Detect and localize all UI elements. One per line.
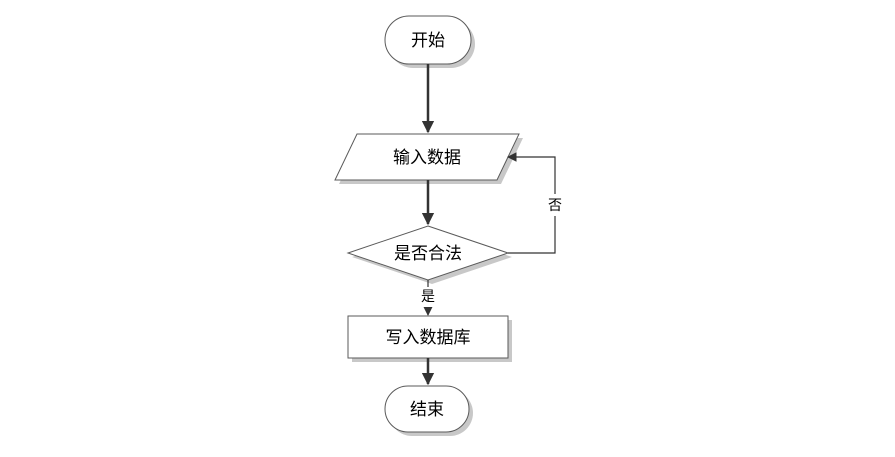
yes-label-bg (419, 287, 437, 307)
end-label: 结束 (410, 400, 444, 420)
write-node: 写入数据库 (347, 315, 512, 362)
decision-node: 是否合法 (346, 225, 512, 284)
decision-label: 是否合法 (394, 244, 462, 264)
no-label-bg (546, 194, 564, 216)
write-label: 写入数据库 (386, 328, 471, 348)
yes-label: 是 (421, 289, 435, 305)
no-label: 否 (548, 198, 562, 214)
input-node: 输入数据 (334, 133, 523, 184)
input-label: 输入数据 (393, 148, 461, 168)
start-node: 开始 (384, 15, 475, 68)
start-label: 开始 (411, 31, 445, 51)
end-node: 结束 (384, 385, 473, 436)
